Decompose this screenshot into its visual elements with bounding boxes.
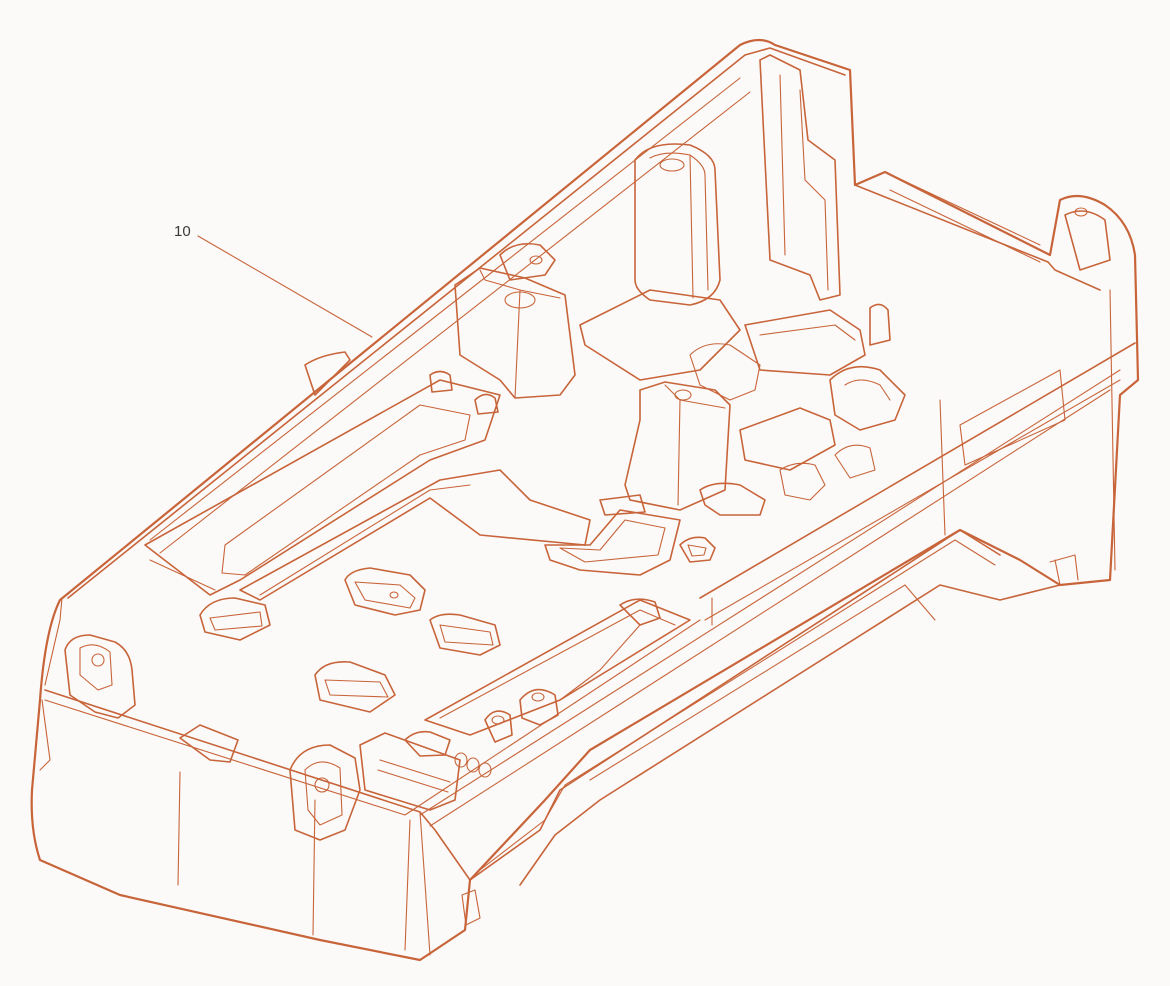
channel-rails [144,351,591,601]
side-skirt [461,289,1116,926]
hinge-lugs [64,634,361,841]
callout-leader-line [197,235,373,338]
callout-label: 10 [174,223,191,240]
raised-pads [199,509,716,713]
switch-panel [359,598,691,811]
rear-posts [634,54,1111,346]
callout-10: 10 [174,223,373,338]
housing-outline [30,38,1140,962]
front-wall [39,342,1136,956]
center-bosses [429,242,906,516]
